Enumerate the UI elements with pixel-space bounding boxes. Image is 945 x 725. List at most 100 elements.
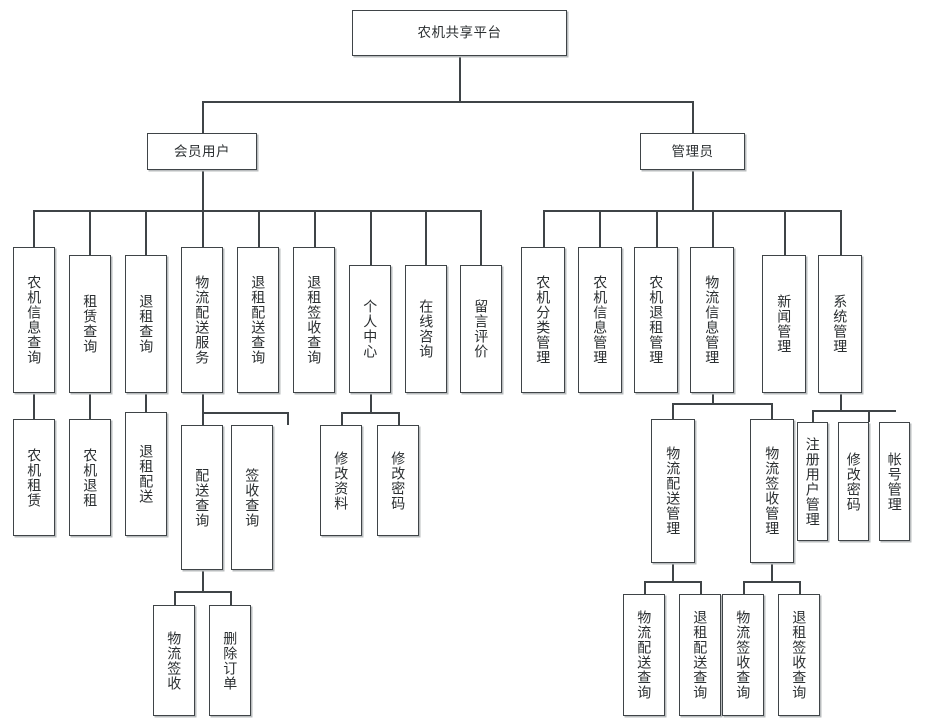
node-return-delivery-query-admin[interactable]: 退租配送查询	[679, 594, 721, 716]
connector-member-drop-8	[425, 210, 427, 265]
node-online-consult[interactable]: 在线咨询	[405, 265, 447, 393]
connector-root-bus	[202, 101, 693, 103]
connector-m2-to-m2a	[89, 393, 91, 419]
connector-member-stem	[202, 170, 204, 211]
connector-admin-drop-2	[599, 210, 601, 247]
node-label: 退租签收查询	[791, 610, 808, 700]
node-label: 物流配送管理	[665, 446, 682, 536]
node-label: 退租查询	[138, 294, 155, 354]
node-news-mgmt[interactable]: 新闻管理	[762, 255, 806, 393]
node-label: 退租配送查询	[250, 275, 267, 365]
node-label: 新闻管理	[776, 294, 793, 354]
connector-member-drop-2	[89, 210, 91, 255]
node-label: 退租签收查询	[306, 275, 323, 365]
node-label: 注册用户管理	[804, 436, 821, 527]
node-label: 农机分类管理	[535, 275, 552, 365]
connector-admin-drop-3	[656, 210, 658, 247]
node-return-query[interactable]: 退租查询	[125, 255, 167, 393]
connector-m4-bus	[202, 412, 288, 414]
node-label: 农机信息查询	[26, 275, 43, 365]
connector-admin-stem	[692, 170, 694, 211]
connector-m3-to-m3a	[145, 393, 147, 412]
node-registered-user-mgmt[interactable]: 注册用户管理	[797, 422, 828, 541]
node-return-receipt-query-admin[interactable]: 退租签收查询	[778, 594, 820, 716]
node-personal-center[interactable]: 个人中心	[349, 265, 391, 393]
node-logistics-info-mgmt[interactable]: 物流信息管理	[690, 247, 734, 393]
connector-root-to-member	[202, 101, 204, 133]
connector-a4-bus	[672, 403, 772, 405]
connector-m4a-to-m4a1	[174, 591, 176, 605]
connector-a4a-bus	[644, 581, 701, 583]
connector-a6-bus	[812, 410, 896, 412]
node-root[interactable]: 农机共享平台	[352, 10, 567, 56]
node-admin[interactable]: 管理员	[640, 133, 745, 170]
node-receipt-query[interactable]: 签收查询	[231, 425, 273, 570]
node-logistics-receipt[interactable]: 物流签收	[153, 605, 195, 716]
connector-m4a-bus	[174, 591, 231, 593]
node-machinery-category-mgmt[interactable]: 农机分类管理	[521, 247, 565, 393]
connector-m4a-to-m4a2	[230, 591, 232, 605]
node-logistics-delivery-query[interactable]: 物流配送查询	[623, 594, 665, 716]
node-label: 物流签收查询	[735, 610, 752, 700]
node-logistics-receipt-query[interactable]: 物流签收查询	[722, 594, 764, 716]
node-delete-order[interactable]: 删除订单	[209, 605, 251, 716]
node-label: 签收查询	[244, 467, 261, 528]
node-message-review[interactable]: 留言评价	[460, 265, 502, 393]
connector-admin-bus	[543, 210, 841, 212]
node-logistics-delivery-mgmt[interactable]: 物流配送管理	[651, 419, 695, 563]
node-label: 退租配送	[138, 444, 155, 504]
connector-admin-drop-4	[712, 210, 714, 247]
node-label: 物流配送查询	[636, 610, 653, 700]
connector-a6-to-a6c	[868, 410, 870, 422]
node-label: 帐号管理	[886, 451, 903, 512]
node-label: 农机退租	[82, 447, 99, 508]
node-edit-profile[interactable]: 修改资料	[320, 425, 362, 536]
connector-member-drop-3	[145, 210, 147, 255]
node-label: 留言评价	[473, 299, 490, 359]
connector-member-drop-5	[258, 210, 260, 247]
node-label: 删除订单	[222, 630, 239, 691]
connector-admin-drop-5	[784, 210, 786, 255]
node-machinery-return[interactable]: 农机退租	[69, 419, 111, 536]
connector-a4a-to-a4a2	[700, 581, 702, 594]
node-machinery-rental[interactable]: 农机租赁	[13, 419, 55, 536]
node-return-receipt-query[interactable]: 退租签收查询	[293, 247, 335, 393]
connector-root-stem	[459, 56, 461, 102]
node-label: 物流信息管理	[704, 275, 721, 365]
connector-a4-to-a4b	[771, 403, 773, 419]
node-label: 农机信息管理	[592, 275, 609, 365]
connector-m7-to-m7a	[341, 412, 343, 425]
node-system-mgmt[interactable]: 系统管理	[818, 255, 862, 393]
connector-a4-to-a4a	[672, 403, 674, 419]
connector-a4a-to-a4a1	[644, 581, 646, 594]
node-label: 个人中心	[362, 299, 379, 359]
node-member-user[interactable]: 会员用户	[147, 133, 257, 170]
node-machinery-info-mgmt[interactable]: 农机信息管理	[578, 247, 622, 393]
node-label: 修改资料	[333, 450, 350, 511]
node-delivery-query[interactable]: 配送查询	[181, 425, 223, 570]
node-label: 租赁查询	[82, 294, 99, 354]
node-change-password-member[interactable]: 修改密码	[377, 425, 419, 536]
node-machinery-info-query[interactable]: 农机信息查询	[13, 247, 55, 393]
connector-member-drop-1	[33, 210, 35, 247]
node-root-label: 农机共享平台	[417, 25, 502, 41]
connector-a4b-to-a4b2	[799, 581, 801, 594]
node-machinery-return-mgmt[interactable]: 农机退租管理	[634, 247, 678, 393]
node-logistics-receipt-mgmt[interactable]: 物流签收管理	[750, 419, 794, 563]
node-label: 在线咨询	[418, 299, 435, 359]
connector-a4b-stem	[771, 563, 773, 582]
node-logistics-delivery-service[interactable]: 物流配送服务	[181, 247, 223, 393]
node-change-password-admin[interactable]: 修改密码	[838, 422, 869, 541]
node-account-mgmt[interactable]: 帐号管理	[879, 422, 910, 541]
node-label: 系统管理	[832, 294, 849, 354]
connector-a6-stem	[840, 393, 842, 412]
connector-m7-stem	[370, 393, 372, 413]
connector-a4b-to-a4b1	[743, 581, 745, 594]
node-label: 农机租赁	[26, 447, 43, 508]
node-return-delivery[interactable]: 退租配送	[125, 412, 167, 536]
node-return-delivery-query[interactable]: 退租配送查询	[237, 247, 279, 393]
connector-member-bus	[33, 210, 480, 212]
node-label: 退租配送查询	[692, 610, 709, 700]
node-rental-query[interactable]: 租赁查询	[69, 255, 111, 393]
